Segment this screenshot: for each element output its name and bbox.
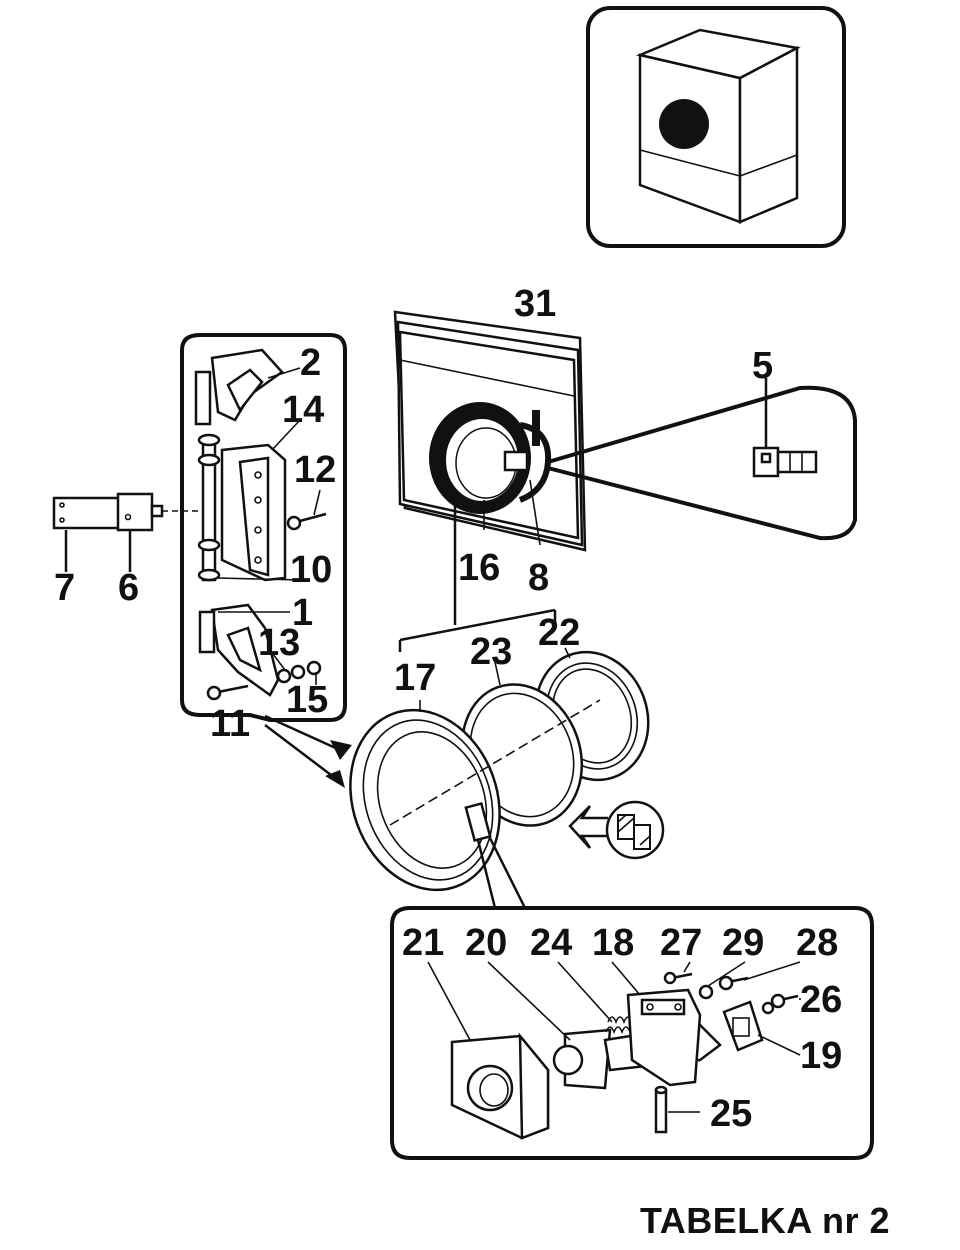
label-13: 13 <box>258 622 300 664</box>
label-8: 8 <box>528 557 549 599</box>
label-11: 11 <box>210 703 250 745</box>
plate-19 <box>722 1000 764 1052</box>
ring-17 <box>349 708 501 892</box>
hinge-pin <box>197 433 221 582</box>
label-1: 1 <box>292 592 313 634</box>
label-29: 29 <box>722 922 764 964</box>
handle-cover-21 <box>450 1032 550 1140</box>
table-caption: TABELKA nr 2 <box>639 1200 890 1241</box>
hinge-assembly-box <box>180 333 347 722</box>
part-labels: 2 14 12 10 1 13 15 11 7 6 31 5 16 8 23 2… <box>54 283 842 1135</box>
label-19: 19 <box>800 1035 842 1077</box>
label-21: 21 <box>402 922 444 964</box>
label-2: 2 <box>300 342 321 384</box>
screw-12 <box>286 512 327 531</box>
label-5: 5 <box>752 345 773 387</box>
label-22: 22 <box>538 612 580 654</box>
washer-29 <box>698 984 714 1000</box>
door-porthole <box>659 99 709 149</box>
label-6: 6 <box>118 567 139 609</box>
label-14: 14 <box>282 389 324 431</box>
switch-part-5 <box>752 378 818 478</box>
hinge-bracket-upper <box>194 348 284 426</box>
label-18: 18 <box>592 922 634 964</box>
label-16: 16 <box>458 547 500 589</box>
label-17: 17 <box>394 657 436 699</box>
label-26: 26 <box>800 979 842 1021</box>
label-12: 12 <box>294 449 336 491</box>
label-20: 20 <box>465 922 507 964</box>
hinge-bracket-lower <box>198 603 280 697</box>
cabinet-illustration <box>635 28 801 224</box>
label-7: 7 <box>54 567 75 609</box>
overview-inset <box>586 6 846 248</box>
label-23: 23 <box>470 631 512 673</box>
label-10: 10 <box>290 549 332 591</box>
label-31: 31 <box>514 283 556 325</box>
label-25: 25 <box>710 1093 752 1135</box>
label-27: 27 <box>660 922 702 964</box>
label-15: 15 <box>286 679 328 721</box>
callout-part-5 <box>546 378 857 541</box>
label-28: 28 <box>796 922 838 964</box>
lock-body-18 <box>626 988 702 1087</box>
hinge-pin-assembly-6-7 <box>52 492 200 572</box>
arrow-hinge-to-ring <box>264 714 352 788</box>
nuts-washers <box>206 660 322 701</box>
assembly-bracket <box>398 479 557 652</box>
section-indicator <box>568 800 665 860</box>
label-24: 24 <box>530 922 572 964</box>
pin-25 <box>654 1085 668 1134</box>
screw-27 <box>663 971 693 985</box>
hinge-plate <box>220 443 287 582</box>
handle-assembly-box <box>390 906 874 1160</box>
screw-26 <box>761 993 799 1015</box>
screw-28 <box>718 975 749 991</box>
door-panel <box>393 310 587 552</box>
door-rings <box>349 647 650 892</box>
